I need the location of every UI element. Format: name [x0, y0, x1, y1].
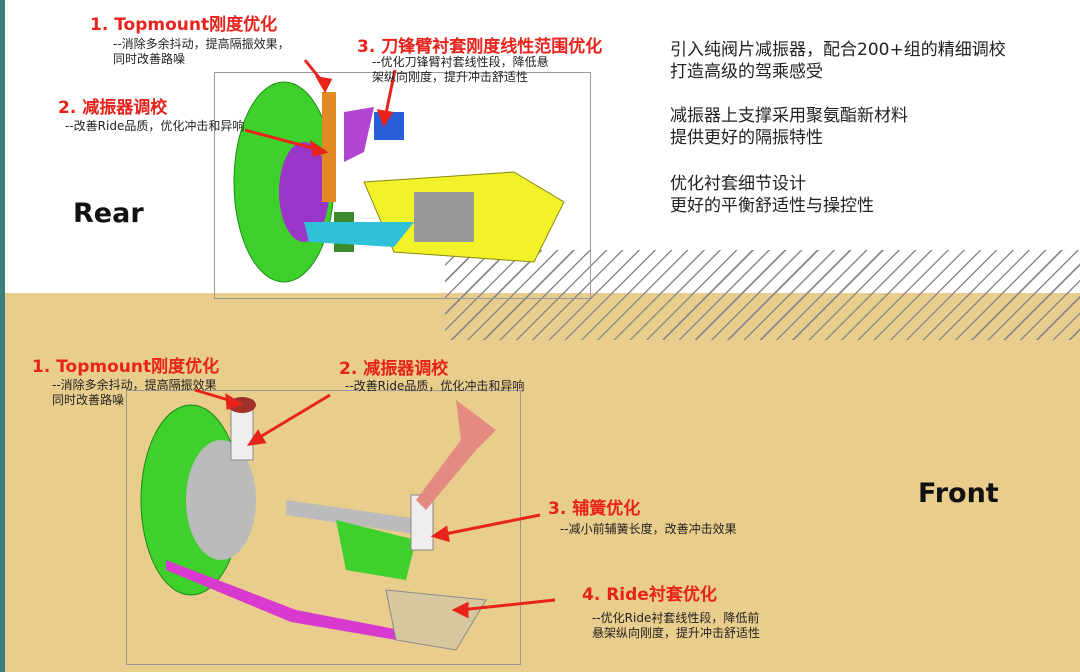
front-label: Front [918, 478, 999, 509]
summary-line: 引入纯阀片减振器，配合200+组的精细调校 [670, 40, 1006, 60]
front-suspension-image [140, 397, 496, 651]
front-item-1-note: --消除多余抖动，提高隔振效果 [52, 378, 217, 392]
summary-line: 打造高级的驾乘感受 [670, 62, 823, 82]
summary-line: 更好的平衡舒适性与操控性 [670, 196, 874, 216]
rear-item-3-title: 3. 刀锋臂衬套刚度线性范围优化 [357, 37, 603, 57]
front-item-2-title: 2. 减振器调校 [339, 359, 449, 379]
slide-edge [0, 0, 5, 672]
rear-item-3-note: --优化刀锋臂衬套线性段，降低悬 [372, 55, 549, 69]
front-item-3-note: --减小前辅簧长度，改善冲击效果 [560, 522, 737, 536]
front-image-frame [126, 390, 521, 665]
front-item-1-note: 同时改善路噪 [52, 393, 125, 407]
rear-item-1-note: --消除多余抖动，提高隔振效果， [113, 37, 290, 51]
front-item-4-title: 4. Ride衬套优化 [582, 585, 717, 605]
summary-line: 提供更好的隔振特性 [670, 128, 823, 148]
front-item-4-note: 悬架纵向刚度，提升冲击舒适性 [592, 626, 761, 640]
rear-item-1-title: 1. Topmount刚度优化 [90, 15, 278, 35]
front-item-2-note: --改善Ride品质，优化冲击和异响 [345, 379, 525, 393]
front-item-3-title: 3. 辅簧优化 [548, 499, 641, 519]
rear-item-2-note: --改善Ride品质，优化冲击和异响 [65, 119, 245, 133]
front-arrows [194, 388, 556, 619]
summary-line: 优化衬套细节设计 [670, 174, 806, 194]
summary-line: 减振器上支撑采用聚氨酯新材料 [670, 106, 908, 126]
front-item-1-title: 1. Topmount刚度优化 [32, 357, 220, 377]
rear-item-1-note: 同时改善路噪 [113, 52, 186, 66]
front-item-4-note: --优化Ride衬套线性段，降低前 [592, 611, 760, 625]
rear-suspension-image [233, 81, 565, 283]
rear-item-2-title: 2. 减振器调校 [58, 98, 168, 118]
rear-item-3-note: 架纵向刚度，提升冲击舒适性 [372, 70, 529, 84]
rear-image-frame [214, 72, 591, 299]
hatched-divider [445, 250, 1080, 340]
rear-arrows [244, 59, 397, 157]
rear-label: Rear [73, 198, 144, 229]
